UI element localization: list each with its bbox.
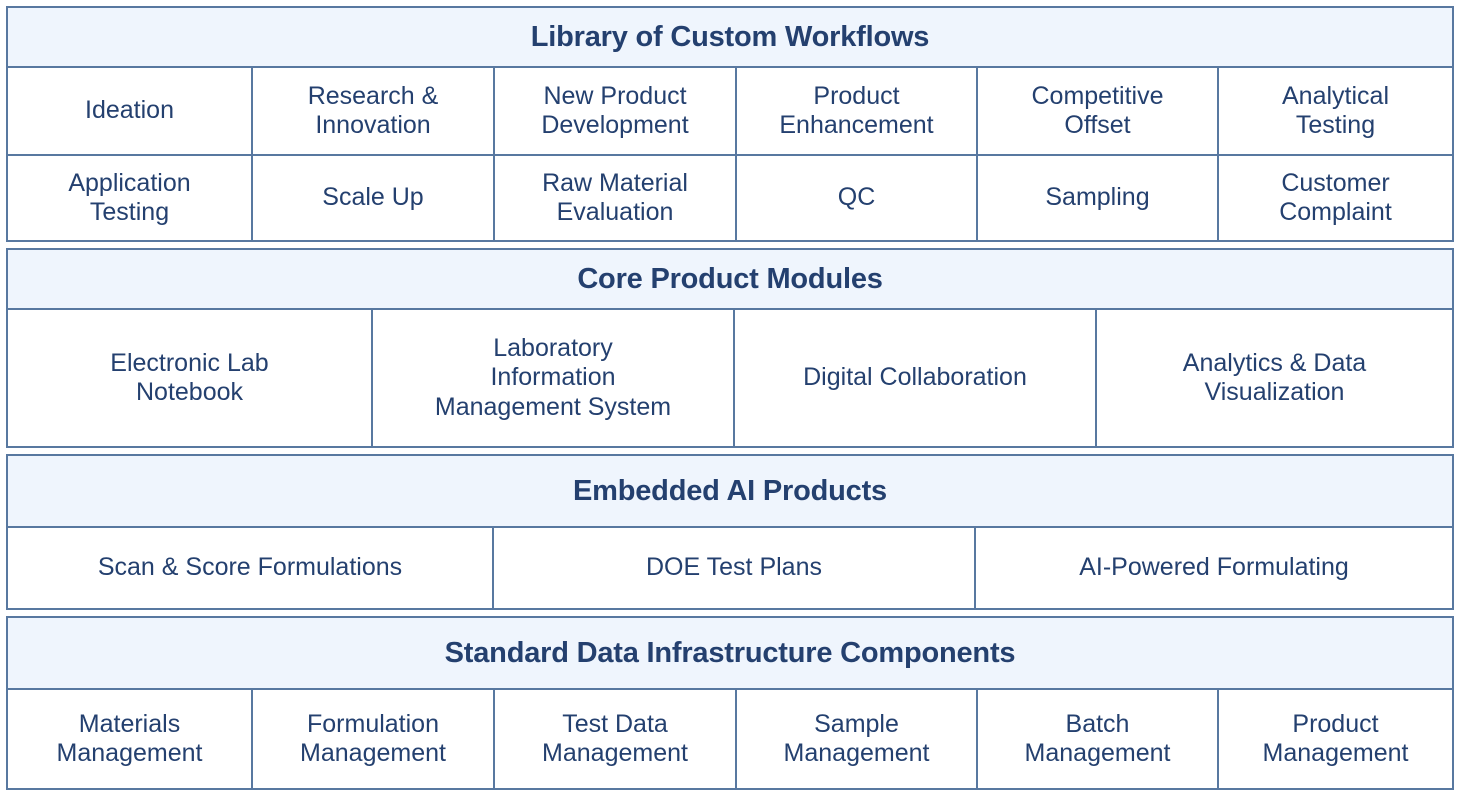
cell-scale-up[interactable]: Scale Up [251,156,493,240]
cell-qc[interactable]: QC [735,156,976,240]
workflow-row-1: Ideation Research &Innovation New Produc… [8,68,1452,154]
section-title-core-product-modules: Core Product Modules [8,250,1452,310]
cell-doe-test-plans[interactable]: DOE Test Plans [492,528,974,608]
cell-scan-and-score-formulations[interactable]: Scan & Score Formulations [8,528,492,608]
section-embedded-ai-products: Embedded AI Products Scan & Score Formul… [6,454,1454,610]
cell-digital-collaboration[interactable]: Digital Collaboration [733,310,1095,446]
section-library-of-custom-workflows: Library of Custom Workflows Ideation Res… [6,6,1454,242]
cell-research-and-innovation[interactable]: Research &Innovation [251,68,493,154]
section-title-standard-data-infrastructure-components: Standard Data Infrastructure Components [8,618,1452,690]
section-title-embedded-ai-products: Embedded AI Products [8,456,1452,528]
cell-sampling[interactable]: Sampling [976,156,1217,240]
section-title-library-of-custom-workflows: Library of Custom Workflows [8,8,1452,68]
cell-ideation[interactable]: Ideation [8,68,251,154]
section-standard-data-infrastructure-components: Standard Data Infrastructure Components … [6,616,1454,790]
ai-product-row: Scan & Score Formulations DOE Test Plans… [8,528,1452,608]
cell-ai-powered-formulating[interactable]: AI-Powered Formulating [974,528,1452,608]
